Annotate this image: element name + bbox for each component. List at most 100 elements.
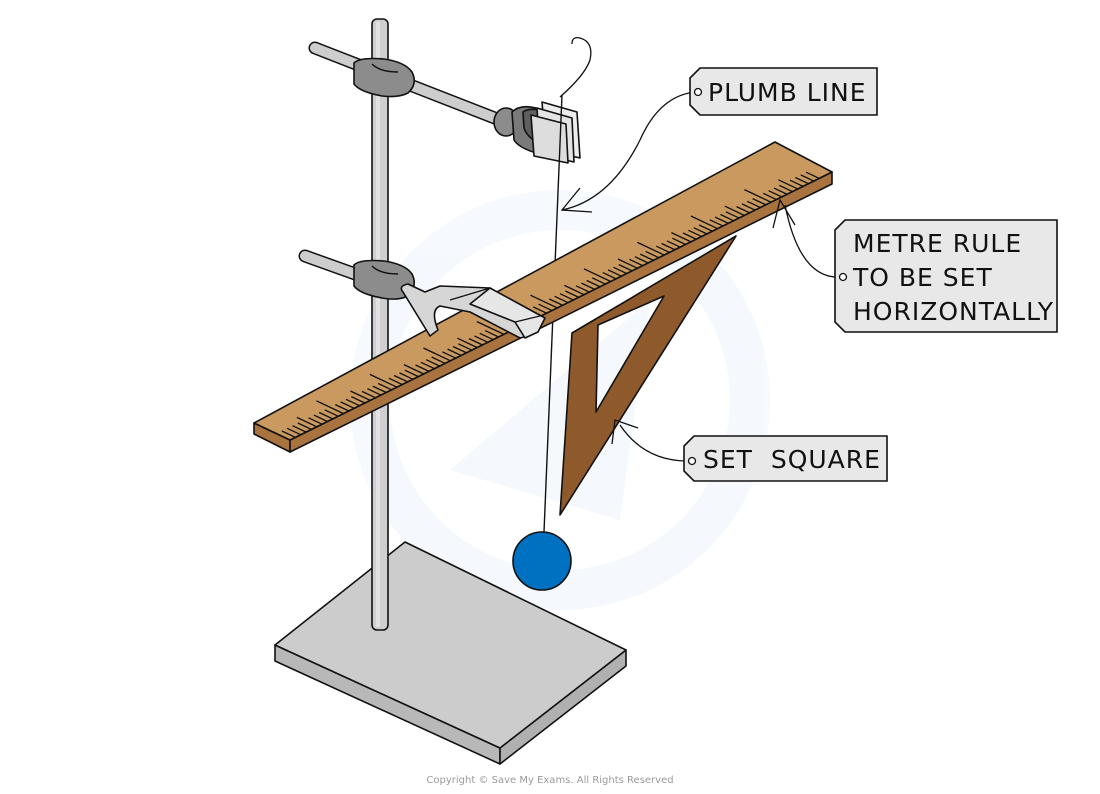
ruler-tick [468, 338, 483, 346]
ruler-tick [637, 241, 665, 256]
ruler-tick [720, 213, 735, 222]
ruler-tick [736, 206, 751, 214]
ruler-tick [367, 388, 382, 396]
leader-lines [560, 91, 842, 462]
ruler-tick [420, 361, 435, 370]
ruler-tick [688, 229, 703, 238]
ruler-tick [586, 279, 601, 288]
ruler-tick [361, 390, 376, 399]
ruler-tick [316, 400, 344, 415]
ruler-tick [564, 284, 585, 296]
ruler-tick [549, 298, 564, 306]
ruler-tick [800, 174, 815, 182]
ruler-tick [565, 290, 580, 298]
set-square [559, 235, 737, 516]
ruler-tick [369, 373, 398, 388]
ruler-tick [286, 427, 301, 436]
ruler-tick [746, 200, 762, 209]
retort-stand-rod [371, 18, 389, 631]
label-metre-rule-line-1: METRE RULE [853, 229, 1022, 258]
ruler-tick [308, 417, 323, 425]
ruler-tick [789, 179, 804, 188]
ruler-tick [639, 253, 655, 262]
ruler-tick [645, 250, 660, 259]
ruler-tick [768, 190, 783, 198]
ruler-tick [447, 348, 462, 357]
arrowhead-set-square [611, 419, 639, 445]
ruler-tick [388, 377, 403, 386]
ruler-tick [297, 422, 312, 430]
label-metre-rule-line-3: HORIZONTALLY [853, 297, 1054, 326]
ruler-tick [709, 219, 724, 227]
plumb-bob [512, 531, 572, 591]
label-metre-rule-line-2: TO BE SET [852, 263, 993, 292]
lower-clamp-jaws [400, 283, 546, 339]
ruler-tick [345, 398, 360, 407]
ruler-tick [690, 215, 719, 230]
label-set-square: SET SQUARE [683, 435, 888, 482]
ruler-tick [340, 401, 355, 409]
ruler-tick [452, 345, 467, 354]
ruler-tick [795, 176, 810, 185]
ruler-tick [682, 232, 697, 240]
ruler-tick [457, 337, 478, 349]
label-set-square-text: SET SQUARE [703, 445, 881, 474]
ruler-tick [591, 277, 606, 285]
ruler-tick [714, 216, 729, 225]
arrowhead-plumb-line [560, 187, 593, 213]
ruler-tick [404, 369, 419, 378]
plumb-line-thread-end [559, 36, 592, 98]
ruler-tick [281, 430, 296, 438]
leader-set-square [619, 424, 691, 462]
ruler-tick [532, 306, 548, 314]
ruler-tick [296, 416, 318, 428]
ruler-tick [763, 192, 778, 201]
ruler-tick [530, 294, 558, 309]
ruler-tick [581, 282, 596, 291]
ruler-tick [779, 184, 794, 193]
label-plumb-line: PLUMB LINE [689, 67, 878, 116]
ruler-tick [744, 189, 772, 203]
ruler-tick [805, 171, 820, 180]
ruler-tick [335, 404, 350, 412]
ruler-tick [399, 372, 414, 380]
ruler-tick [372, 385, 387, 394]
ruler-tick [538, 303, 553, 312]
ruler-tick [484, 330, 499, 338]
ruler-tick [725, 211, 740, 219]
ruler-tick [698, 224, 713, 232]
ruler-tick [292, 425, 307, 433]
leader-metre-rule [784, 204, 842, 278]
ruler-tick [778, 179, 799, 190]
ruler-tick [458, 343, 473, 351]
label-metre-rule: METRE RULE TO BE SET HORIZONTALLY [834, 219, 1058, 333]
ruler-tick [613, 266, 628, 275]
arrowhead-metre-rule [772, 198, 796, 229]
ruler-tick [393, 374, 408, 383]
ruler-tick [693, 227, 708, 235]
ruler-tick [474, 335, 489, 343]
ruler-tick [672, 237, 687, 246]
ruler-tick [313, 414, 328, 423]
metre-rule [253, 141, 833, 453]
ruler-tick [602, 272, 617, 280]
ruler-tick [425, 359, 441, 367]
ruler-tick [583, 268, 612, 283]
retort-stand-base [274, 541, 627, 765]
ruler-tick [403, 364, 425, 375]
ruler-tick [661, 242, 676, 251]
ruler-tick [423, 347, 451, 362]
ruler-tick [442, 351, 457, 359]
ruler-tick [559, 293, 574, 301]
leader-plumb-line [561, 91, 697, 211]
ruler-tick [666, 240, 681, 248]
ruler-tick [741, 203, 756, 211]
ruler-tick [752, 198, 767, 206]
ruler-tick [554, 295, 569, 304]
upper-boss-head [353, 57, 416, 98]
ruler-tick [671, 232, 692, 243]
ruler-tick [607, 269, 622, 277]
ruler-tick [617, 258, 639, 269]
ruler-tick [724, 205, 746, 217]
ruler-tick [629, 258, 644, 267]
